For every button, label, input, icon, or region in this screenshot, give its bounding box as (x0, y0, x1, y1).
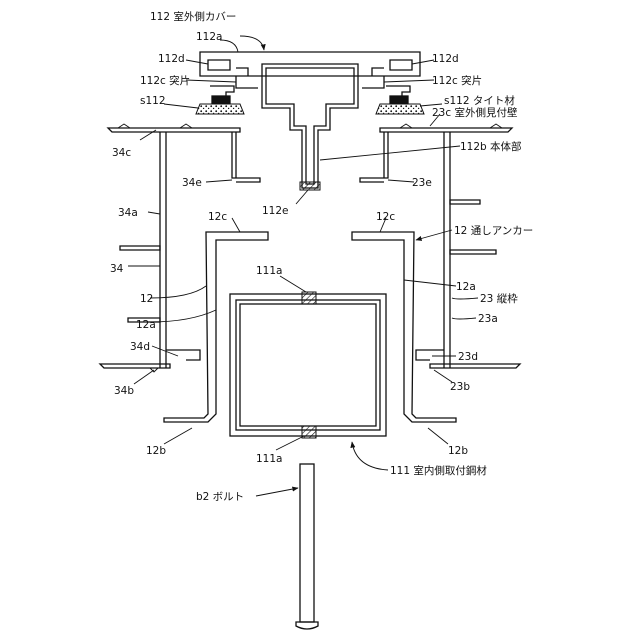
label-23d: 23d (458, 351, 478, 363)
tight-seal-s112-left (196, 86, 244, 114)
label-34: 34 (110, 263, 124, 275)
label-112a: 112a (196, 31, 222, 43)
label-12b-right: 12b (448, 445, 468, 457)
label-23a: 23a (478, 313, 498, 325)
label-12b-left: 12b (146, 445, 166, 457)
cover-foot-112e (300, 182, 320, 190)
label-12-anchor: 12 通しアンカー (454, 225, 533, 237)
label-112e: 112e (262, 205, 289, 217)
label-12c-left: 12c (208, 211, 227, 223)
label-12a-left: 12a (136, 319, 156, 331)
label-34b: 34b (114, 385, 134, 397)
spacer-111a-bottom (302, 426, 316, 438)
indoor-mounting-steel-111 (230, 294, 386, 436)
label-112d-left: 112d (158, 53, 185, 65)
outdoor-cover-112 (200, 52, 420, 188)
label-112c-right: 112c 突片 (432, 74, 482, 87)
label-23e: 23e (412, 177, 432, 189)
label-12: 12 (140, 293, 153, 305)
label-12a-right: 12a (456, 281, 476, 293)
label-cover-112: 112 室外側カバー (150, 10, 236, 23)
label-112d-right: 112d (432, 53, 459, 65)
label-34c: 34c (112, 147, 131, 159)
bolt-b2 (296, 464, 318, 629)
label-23b: 23b (450, 381, 470, 393)
label-bolt-b2: b2 ボルト (196, 491, 244, 503)
label-111: 111 室内側取付鋼材 (390, 464, 487, 477)
label-34a: 34a (118, 207, 138, 219)
label-23: 23 縦枠 (480, 292, 518, 305)
right-frame-23 (360, 124, 520, 368)
label-23c: 23c 室外側見付壁 (432, 106, 518, 119)
label-34d: 34d (130, 341, 150, 353)
spacer-111a-top (302, 292, 316, 304)
label-s112-left: s112 (140, 95, 166, 107)
label-112b: 112b 本体部 (460, 140, 522, 153)
label-111a-bottom: 111a (256, 453, 282, 465)
label-111a-top: 111a (256, 265, 282, 277)
label-s112-right: s112 タイト材 (444, 94, 515, 107)
label-112c-left: 112c 突片 (140, 74, 190, 87)
label-34e: 34e (182, 177, 202, 189)
tight-seal-s112-right (376, 86, 424, 114)
through-anchor-12 (164, 232, 456, 422)
label-12c-right: 12c (376, 211, 395, 223)
